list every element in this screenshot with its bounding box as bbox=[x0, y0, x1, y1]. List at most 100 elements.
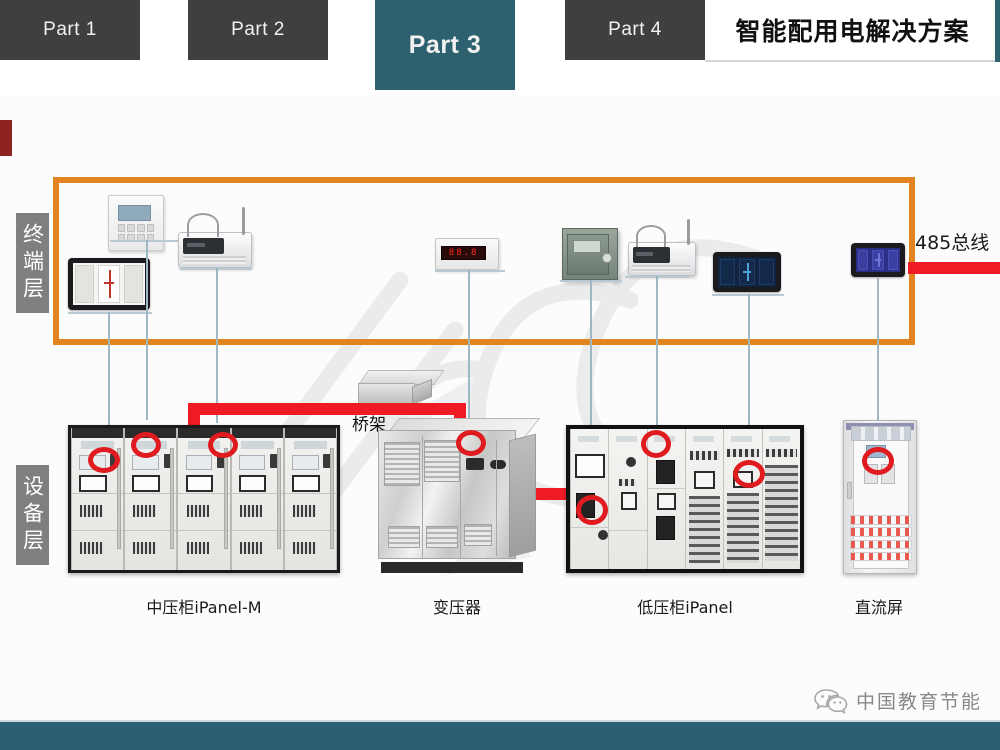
mv-cell-divider bbox=[178, 493, 230, 495]
lv-cell-window bbox=[621, 492, 638, 510]
device-touch-hmi-left[interactable] bbox=[68, 258, 150, 310]
relay-keypad[interactable] bbox=[117, 224, 155, 243]
transformer-base bbox=[381, 562, 524, 573]
lv-cell-breaker[interactable] bbox=[655, 515, 676, 541]
mv-cell-grille bbox=[293, 504, 316, 518]
relay-key[interactable] bbox=[146, 224, 155, 233]
device-led-meter[interactable]: 88.8 bbox=[435, 238, 499, 270]
tab-part-2-label: Part 2 bbox=[231, 19, 285, 40]
gateway-antenna bbox=[687, 219, 690, 245]
mv-cell-divider bbox=[231, 493, 283, 495]
mv-cell-window bbox=[291, 474, 320, 492]
lv-cell[interactable] bbox=[646, 429, 685, 569]
device-wireless-gateway-left[interactable] bbox=[178, 207, 252, 268]
mv-cell-divider bbox=[231, 530, 283, 532]
relay-key[interactable] bbox=[127, 224, 135, 233]
relay-key[interactable] bbox=[117, 224, 126, 233]
bus-label-485: 485总线 bbox=[915, 232, 990, 254]
device-wireless-gateway-right[interactable] bbox=[628, 219, 696, 276]
lv-cell-breaker-stack[interactable] bbox=[726, 493, 760, 564]
mv-cell-window bbox=[238, 474, 267, 492]
mv-cell-handle[interactable] bbox=[276, 447, 281, 550]
hmi-screen-cell bbox=[858, 250, 869, 270]
transformer-louver bbox=[388, 526, 420, 548]
transformer-handle[interactable] bbox=[490, 460, 506, 469]
tab-part-1[interactable]: Part 1 bbox=[0, 0, 140, 60]
drop-line-gateway-left bbox=[216, 268, 218, 423]
lv-cell-breaker[interactable] bbox=[655, 459, 676, 485]
tab-part-4-label: Part 4 bbox=[608, 19, 662, 40]
hmi-screen-cell bbox=[887, 250, 898, 270]
dc-panel-fuse-row bbox=[849, 527, 913, 537]
mv-cell-handle[interactable] bbox=[329, 447, 334, 550]
wechat-account-name: 中国教育节能 bbox=[855, 691, 982, 713]
lv-cell[interactable] bbox=[684, 429, 724, 569]
mv-cell[interactable] bbox=[230, 428, 284, 570]
mv-cell-badge bbox=[81, 440, 114, 450]
lv-cell-divider bbox=[647, 487, 685, 489]
lv-cell-label bbox=[769, 436, 791, 442]
gateway-cable bbox=[636, 225, 666, 247]
drop-line-relay bbox=[146, 240, 148, 420]
transformer-control-panel[interactable] bbox=[466, 458, 484, 470]
device-touch-hmi-blue[interactable] bbox=[851, 243, 905, 277]
lv-cell[interactable] bbox=[608, 429, 647, 569]
lv-cell-breaker-stack[interactable] bbox=[764, 465, 798, 561]
mv-cell-dial[interactable] bbox=[216, 453, 226, 468]
device-touch-hmi-data[interactable] bbox=[713, 252, 781, 292]
relay-key[interactable] bbox=[136, 224, 145, 233]
device-protection-relay[interactable] bbox=[108, 195, 164, 251]
tab-part-2[interactable]: Part 2 bbox=[188, 0, 328, 60]
mv-cell[interactable] bbox=[283, 428, 338, 570]
layer-label-device: 设备层 bbox=[16, 465, 49, 565]
equipment-lv-switchgear[interactable] bbox=[566, 425, 804, 573]
mv-cell-grille bbox=[293, 541, 316, 555]
drop-line-terminal-box bbox=[590, 280, 592, 440]
lv-cell-breaker-stack[interactable] bbox=[688, 496, 721, 564]
mv-cell[interactable] bbox=[177, 428, 231, 570]
equipment-mv-switchgear[interactable] bbox=[68, 425, 340, 573]
mv-cell-divider bbox=[72, 493, 124, 495]
mv-cell-window bbox=[79, 474, 107, 492]
terminal-box-knob[interactable] bbox=[602, 253, 612, 263]
cable-tray-icon bbox=[358, 370, 445, 406]
mv-cell-grille bbox=[239, 504, 263, 518]
mv-cell-dial[interactable] bbox=[270, 453, 279, 468]
mv-cell-handle[interactable] bbox=[117, 447, 122, 550]
terminal-box-window bbox=[572, 240, 601, 253]
mv-cell-dial[interactable] bbox=[323, 453, 332, 468]
dc-panel-fuse-row bbox=[849, 551, 913, 562]
footer-bar bbox=[0, 722, 1000, 750]
mv-cell-lcd bbox=[291, 454, 319, 470]
dc-panel-latch[interactable] bbox=[846, 481, 852, 499]
transformer-louver bbox=[464, 524, 492, 546]
lv-cell[interactable] bbox=[723, 429, 762, 569]
annotation-circle-mv-1 bbox=[88, 447, 120, 473]
annotation-circle-dc bbox=[862, 447, 894, 475]
meter-led-display: 88.8 bbox=[440, 245, 487, 260]
lv-cell-knob[interactable] bbox=[597, 529, 608, 540]
mv-cell-top bbox=[284, 428, 337, 438]
annotation-circle-lv-2 bbox=[641, 430, 671, 458]
mv-cell-handle[interactable] bbox=[170, 447, 175, 550]
equipment-dc-panel[interactable] bbox=[843, 420, 917, 574]
layer-label-terminal-text: 终端层 bbox=[20, 222, 45, 304]
mv-cell-window bbox=[185, 474, 214, 492]
transformer-seam bbox=[460, 436, 461, 558]
mv-cell-dial[interactable] bbox=[163, 453, 172, 468]
page-title-text: 智能配用电解决方案 bbox=[735, 17, 970, 46]
header-accent-edge bbox=[995, 0, 1000, 62]
drop-line-meter bbox=[468, 270, 470, 445]
title-underline bbox=[705, 60, 995, 62]
lv-cell-knob[interactable] bbox=[626, 457, 637, 467]
device-metal-terminal-box[interactable] bbox=[562, 228, 618, 280]
tab-part-3[interactable]: Part 3 bbox=[375, 0, 515, 90]
bus-segment-transformer-to-lv bbox=[522, 488, 578, 500]
equipment-transformer[interactable] bbox=[378, 418, 540, 573]
tab-part-4[interactable]: Part 4 bbox=[565, 0, 705, 60]
mv-cell-handle[interactable] bbox=[223, 447, 228, 550]
lv-cell[interactable] bbox=[761, 429, 800, 569]
gateway-display bbox=[186, 242, 206, 248]
annotation-circle-mv-2 bbox=[131, 432, 161, 458]
mv-cell-divider bbox=[125, 530, 177, 532]
